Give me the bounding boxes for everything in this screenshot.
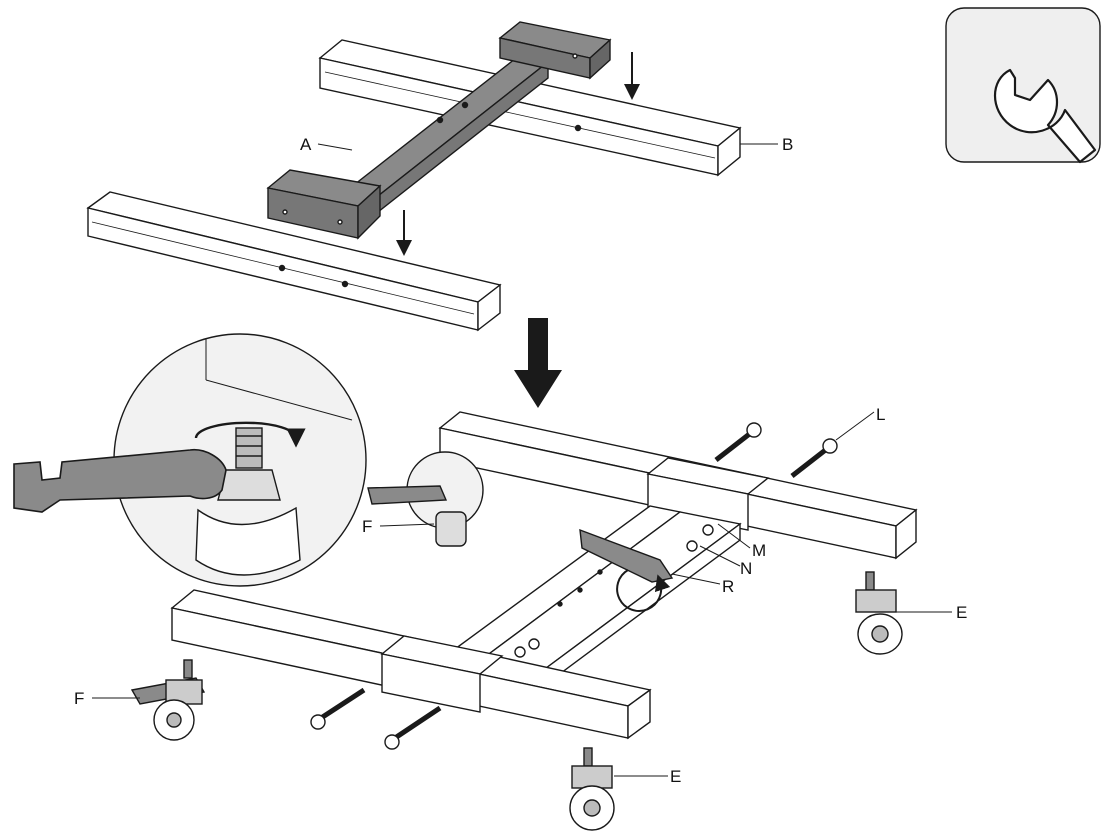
label-e-right: E: [956, 603, 967, 622]
label-m: M: [752, 541, 766, 560]
label-f-bottom: F: [74, 689, 84, 708]
label-l: L: [876, 405, 885, 424]
caster-e-right: [855, 571, 903, 655]
bolts: [310, 422, 838, 750]
caster-f-bottom: [130, 659, 206, 741]
label-a: A: [300, 135, 312, 154]
beam-front: [86, 191, 502, 332]
label-n: N: [740, 559, 752, 578]
label-b: B: [782, 135, 793, 154]
crossbar-a: [266, 21, 612, 240]
caster-e-bottom: [569, 747, 615, 831]
label-r: R: [722, 577, 734, 596]
top-exploded-view: [86, 21, 778, 332]
label-f-top: F: [362, 517, 372, 536]
wrench-icon: [945, 7, 1101, 164]
label-e-bottom: E: [670, 767, 681, 786]
magnifier-detail-icon: [13, 333, 367, 587]
big-down-arrow: [514, 318, 562, 408]
assembled-frame: [92, 411, 952, 831]
